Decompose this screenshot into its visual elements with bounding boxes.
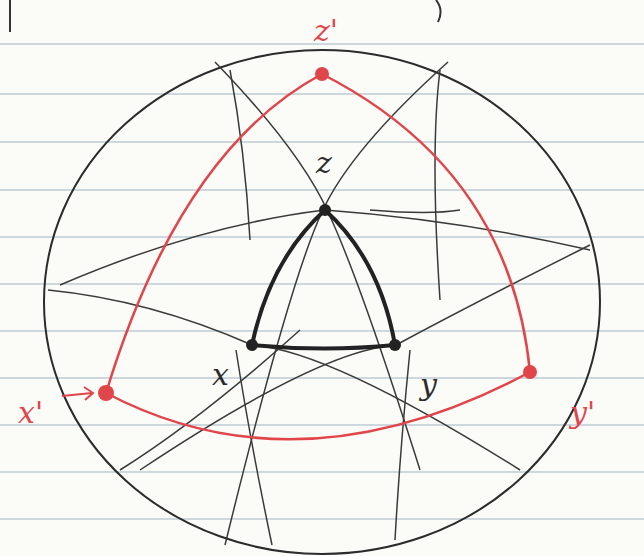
point-label: x' — [18, 398, 43, 428]
outer-triangle — [106, 74, 530, 439]
boundary-circle — [44, 50, 600, 554]
ruled-lines — [0, 44, 644, 519]
geodesic-lines — [48, 62, 590, 545]
point-label: z — [316, 148, 332, 178]
outer-vertex-dots — [98, 67, 537, 401]
vertex-dots — [246, 204, 401, 351]
point-label: x — [212, 360, 229, 390]
point-label: y' — [570, 398, 595, 428]
pointer-arrow — [62, 387, 93, 400]
inner-triangle — [252, 210, 395, 349]
point-label: y — [420, 370, 437, 400]
point-label: z' — [314, 16, 338, 46]
